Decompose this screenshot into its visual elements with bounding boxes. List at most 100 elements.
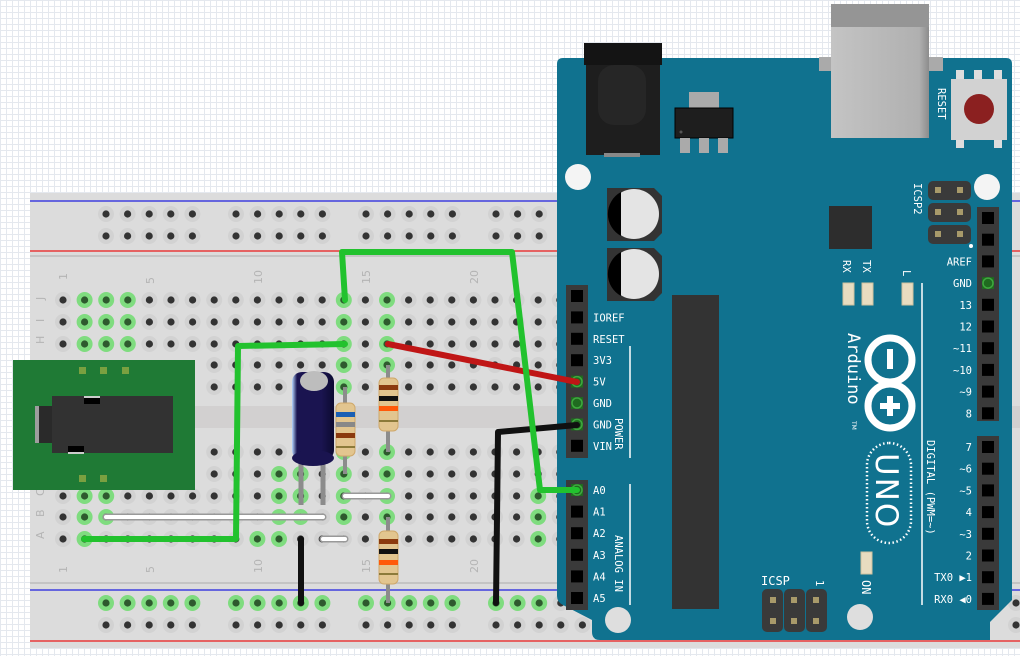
electrolytic-capacitor[interactable] (292, 371, 334, 466)
hole-socket (361, 340, 369, 348)
header-pin[interactable] (982, 320, 994, 333)
hole-socket (469, 513, 477, 521)
header-pin[interactable] (571, 290, 583, 302)
header-pin[interactable] (571, 548, 583, 561)
header-pin[interactable] (982, 462, 994, 475)
mounting-hole (847, 604, 873, 630)
hole-socket (469, 340, 477, 348)
reset-label: RESET (935, 88, 947, 120)
hole-socket (427, 210, 435, 218)
header-pin[interactable] (982, 233, 994, 246)
hole-socket (167, 318, 175, 326)
hole-socket (253, 535, 261, 543)
hole-socket (275, 621, 283, 629)
hole-socket (448, 232, 456, 240)
hole-socket (514, 621, 522, 629)
hole-socket (383, 296, 391, 304)
col-label-10: 10 (252, 270, 265, 284)
l-label: L (900, 270, 912, 276)
hole-socket (448, 383, 456, 391)
header-pin[interactable] (982, 506, 994, 519)
green-wire-a0[interactable] (339, 249, 580, 493)
hole-socket (102, 340, 110, 348)
reset-button-cap[interactable] (964, 94, 994, 124)
hole-socket (361, 513, 369, 521)
header-pin[interactable] (571, 332, 583, 345)
header-pin[interactable] (571, 311, 583, 324)
resistor-1[interactable] (335, 402, 356, 457)
header-pin[interactable] (982, 212, 994, 224)
header-pin[interactable] (571, 354, 583, 367)
hole-socket (275, 296, 283, 304)
red-wire-5v[interactable] (385, 341, 580, 385)
hole-socket (361, 318, 369, 326)
header-pin[interactable] (982, 571, 994, 584)
hole-socket (448, 361, 456, 369)
green-wire-jack[interactable] (81, 341, 348, 542)
hole-socket (210, 492, 218, 500)
header-pin[interactable] (982, 441, 994, 453)
hole-socket (426, 383, 434, 391)
smd-capacitor (607, 188, 662, 241)
header-pin[interactable] (982, 385, 994, 398)
hole-socket (362, 621, 370, 629)
hole-socket (469, 535, 477, 543)
hole-socket (188, 621, 196, 629)
solder-pad (79, 367, 86, 374)
hole-socket (145, 296, 153, 304)
header-pin[interactable] (982, 363, 994, 376)
audio-jack-breakout[interactable] (13, 360, 195, 490)
header-pin[interactable] (982, 592, 994, 605)
hole-socket (59, 513, 67, 521)
header-pin[interactable] (571, 505, 583, 518)
hole-socket (297, 296, 305, 304)
hole-socket (81, 340, 89, 348)
hole-socket (189, 492, 197, 500)
hole-socket (254, 210, 262, 218)
header-pin[interactable] (571, 592, 583, 604)
resistor-3[interactable] (378, 530, 399, 585)
atmega-chip (672, 295, 719, 609)
hole-socket (535, 621, 543, 629)
header-pin[interactable] (982, 342, 994, 355)
hole-socket (167, 340, 175, 348)
hole-socket (535, 599, 543, 607)
reset-button[interactable] (951, 70, 1007, 148)
header-pin[interactable] (982, 407, 994, 420)
hole-socket (469, 296, 477, 304)
solder-pad (79, 475, 86, 482)
resistor-2[interactable] (378, 377, 399, 432)
header-pin[interactable] (571, 439, 583, 452)
power-header-title: POWER (612, 418, 624, 450)
usb-connector (819, 4, 943, 138)
black-wire-gnd[interactable] (493, 422, 580, 606)
header-pin[interactable] (571, 527, 583, 540)
header-pin[interactable] (982, 549, 994, 562)
arduino-wordmark: Arduino (843, 333, 863, 405)
hole-socket (253, 318, 261, 326)
header-pin[interactable] (982, 527, 994, 540)
resistor-band (379, 420, 398, 422)
header-pin[interactable] (982, 484, 994, 497)
hole-socket (1012, 621, 1020, 629)
hole-socket (232, 318, 240, 326)
dc-power-jack (584, 43, 662, 157)
hole-socket (469, 383, 477, 391)
pin-label: VIN (593, 441, 612, 453)
header-pin[interactable] (571, 570, 583, 583)
wires[interactable] (81, 249, 580, 606)
digital-header-title: DIGITAL (PWM=~) (924, 440, 936, 535)
arduino-uno[interactable]: RESET RX TX L ON (557, 4, 1012, 640)
hole-socket (448, 513, 456, 521)
header-pin[interactable] (982, 255, 994, 268)
hole-socket (124, 296, 132, 304)
hole-socket (232, 621, 240, 629)
header-pin[interactable] (982, 298, 994, 311)
uno-label: UNO (868, 453, 904, 529)
resistor-band (336, 412, 355, 417)
hole-socket (102, 492, 110, 500)
hole-socket (275, 232, 283, 240)
